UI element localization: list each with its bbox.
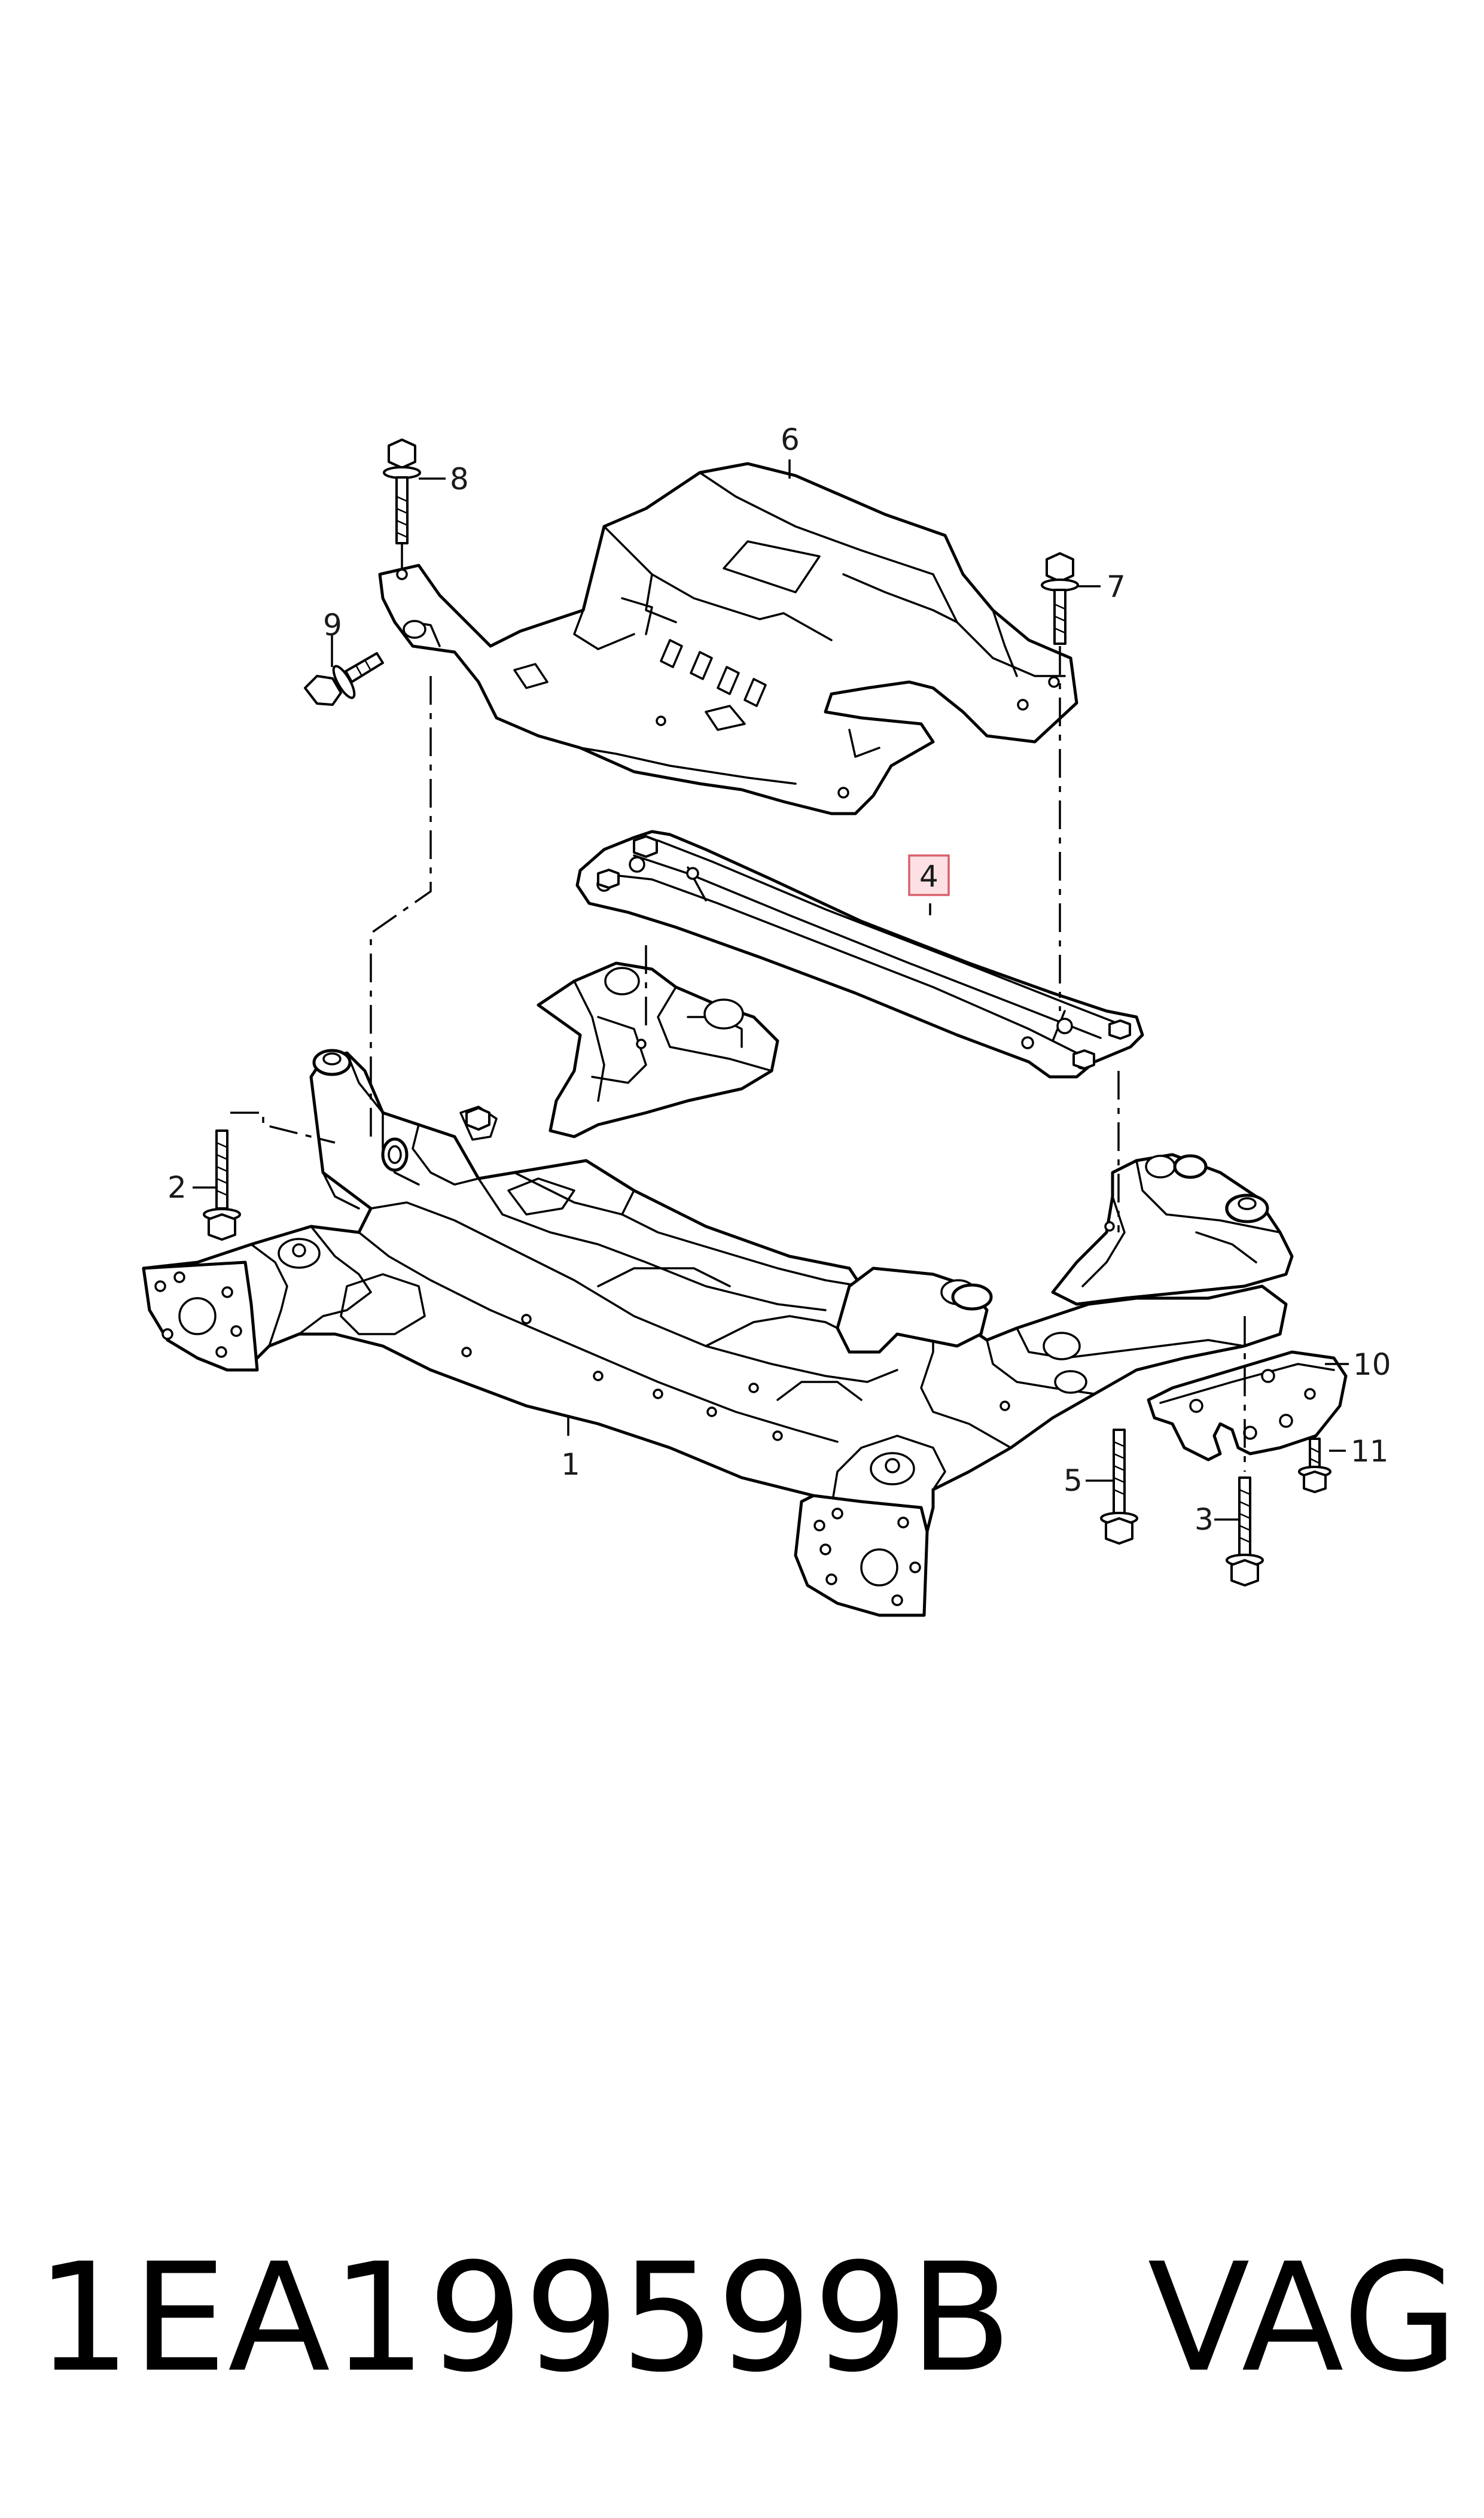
part-4-cross-member (575, 830, 1144, 1079)
callout-10: 10 (1353, 1347, 1391, 1382)
callout-2: 2 (167, 1170, 187, 1205)
callout-3: 3 (1194, 1502, 1214, 1537)
callout-5: 5 (1064, 1463, 1083, 1498)
footer-caption: 1EA199599B VAG (36, 2219, 1459, 2417)
brand-name: VAG (1147, 2231, 1459, 2405)
callout-4: 4 (919, 859, 938, 894)
alignment-lines (230, 544, 1246, 1472)
callout-1: 1 (561, 1447, 580, 1482)
bolt-7 (1041, 552, 1079, 645)
bolt-11 (1298, 1438, 1331, 1493)
callout-6: 6 (781, 422, 800, 457)
part-6-upper-cover (378, 462, 1078, 815)
bolt-3 (1226, 1476, 1264, 1587)
callout-11: 11 (1351, 1434, 1389, 1469)
part-10-bracket (1147, 1350, 1348, 1462)
bolt-9 (304, 652, 384, 706)
callout-7: 7 (1107, 570, 1126, 604)
part-1-subframe (142, 961, 1294, 1617)
bolt-5 (1100, 1429, 1138, 1545)
callout-9: 9 (323, 608, 342, 643)
bolt-2 (203, 1129, 241, 1241)
callout-8: 8 (450, 462, 469, 497)
callout-4-highlight (908, 854, 950, 896)
part-number: 1EA199599B (36, 2231, 1013, 2405)
leader-lines (193, 459, 1349, 1521)
callout-labels: 1 2 3 4 5 6 7 8 9 10 11 (167, 422, 1391, 1537)
bolt-8 (383, 439, 421, 544)
